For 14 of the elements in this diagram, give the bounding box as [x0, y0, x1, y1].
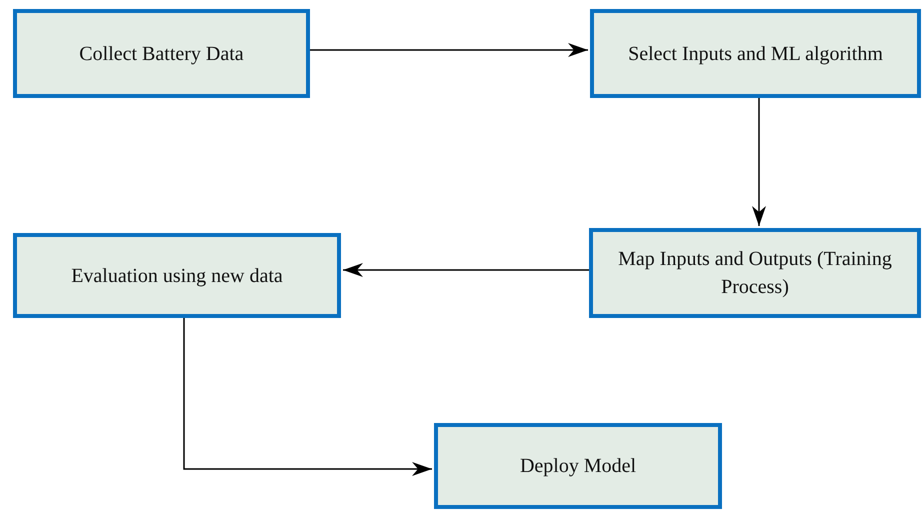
- process-box: [13, 233, 341, 318]
- arrow: [752, 98, 766, 226]
- arrow: [183, 318, 432, 476]
- process-box: [589, 228, 921, 318]
- box-label: Evaluation using new data: [71, 264, 283, 288]
- box-label: Deploy Model: [520, 454, 636, 479]
- process-box: [590, 9, 921, 98]
- box-label: Map Inputs and Outputs (Training Process): [617, 247, 893, 300]
- box-label: Collect Battery Data: [79, 42, 244, 66]
- arrow: [310, 43, 588, 57]
- process-box: [13, 9, 310, 98]
- process-box: [434, 423, 722, 509]
- arrow: [343, 263, 589, 277]
- box-label: Select Inputs and ML algorithm: [628, 42, 883, 66]
